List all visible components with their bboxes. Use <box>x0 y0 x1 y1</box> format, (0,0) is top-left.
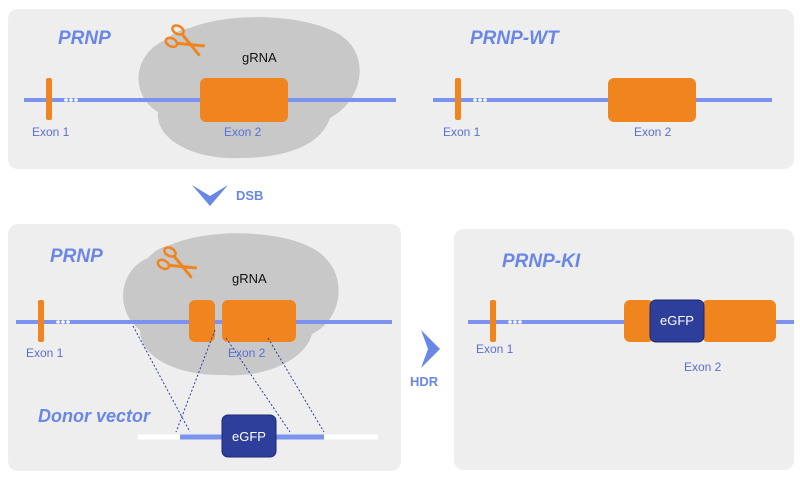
exon2-fragment-left <box>189 300 215 342</box>
exon1-label-bottom-right: Exon 1 <box>476 342 514 356</box>
exon1-block <box>455 78 461 120</box>
down-arrow-icon <box>192 185 228 206</box>
hdr-step: HDR <box>410 330 440 389</box>
exon2-label-top-left: Exon 2 <box>224 125 262 139</box>
exon1-label-top-right: Exon 1 <box>443 125 481 139</box>
title-prnp-bottom: PRNP <box>50 246 103 267</box>
grna-label-bottom: gRNA <box>232 271 267 286</box>
intron-gap-dots <box>473 98 487 102</box>
exon2-label-top-right: Exon 2 <box>634 125 672 139</box>
exon2-block <box>200 78 288 122</box>
exon1-block <box>46 78 52 120</box>
title-prnp-wt: PRNP-WT <box>470 28 560 49</box>
bottom-right-construct: eGFP PRNP-KI Exon 1 Exon 2 <box>468 251 794 374</box>
intron-gap-dots <box>64 98 78 102</box>
grna-label-top: gRNA <box>242 50 277 65</box>
exon1-label-bottom-left: Exon 1 <box>26 346 64 360</box>
exon2-fragment-right <box>702 300 776 342</box>
intron-gap-dots <box>56 320 70 324</box>
scissors-icon <box>156 246 198 279</box>
ki-egfp-label: eGFP <box>660 313 694 328</box>
intron-gap-dots <box>508 320 522 324</box>
title-prnp-ki: PRNP-KI <box>502 251 581 272</box>
homology-lines <box>132 325 325 433</box>
exon2-block <box>608 78 696 122</box>
donor-egfp-block <box>221 414 277 458</box>
dsb-step: DSB <box>192 185 263 206</box>
exon2-fragment-left <box>624 300 654 342</box>
panel-bottom-right <box>454 229 794 470</box>
top-right-construct: PRNP-WT Exon 1 Exon 2 <box>433 28 772 139</box>
bottom-left-construct: eGFP PRNP gRNA Exon 1 Exon 2 Donor vecto… <box>16 233 392 458</box>
exon2-fragment-right <box>222 300 296 342</box>
hdr-label: HDR <box>410 374 439 389</box>
exon2-label-bottom-right: Exon 2 <box>684 360 722 374</box>
exon2-label-bottom-left: Exon 2 <box>228 346 266 360</box>
scissors-icon <box>164 24 206 57</box>
ki-egfp-block <box>649 299 705 343</box>
right-arrow-icon <box>421 330 440 368</box>
dsb-label: DSB <box>236 188 263 203</box>
exon1-label-top-left: Exon 1 <box>32 125 70 139</box>
top-left-construct: PRNP gRNA Exon 1 Exon 2 <box>24 17 396 159</box>
exon1-block <box>490 300 496 342</box>
title-prnp-top: PRNP <box>58 28 111 49</box>
exon1-block <box>38 300 44 342</box>
donor-egfp-label: eGFP <box>232 429 266 444</box>
donor-vector-title: Donor vector <box>38 406 151 426</box>
